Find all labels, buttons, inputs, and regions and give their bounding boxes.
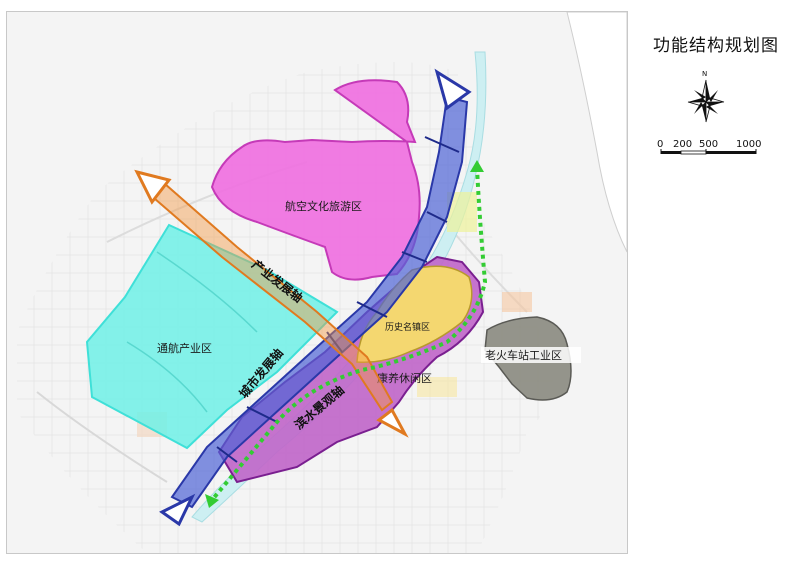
scale-label-1000: 1000 xyxy=(736,139,761,150)
zone-label-aviation-culture: 航空文化旅游区 xyxy=(285,199,362,213)
zone-label-wellness-leisure: 康养休闲区 xyxy=(377,371,432,385)
map-panel[interactable]: 通航产业区 航空文化旅游区 康养休闲区 历史名镇区 老火车站工业区 xyxy=(6,11,628,554)
north-arrow-icon: N xyxy=(687,70,725,123)
planning-map: 通航产业区 航空文化旅游区 康养休闲区 历史名镇区 老火车站工业区 xyxy=(7,12,627,553)
scale-label-500: 500 xyxy=(699,139,718,150)
north-label: N xyxy=(702,70,707,78)
zone-label-general-aviation: 通航产业区 xyxy=(157,341,212,355)
scale-label-0: 0 xyxy=(657,139,663,150)
map-title: 功能结构规划图 xyxy=(653,36,779,56)
scale-bar: 0 200 500 1000 xyxy=(657,139,761,155)
zone-general-aviation[interactable]: 通航产业区 xyxy=(85,223,339,450)
scale-label-200: 200 xyxy=(673,139,692,150)
zone-old-station[interactable]: 老火车站工业区 xyxy=(481,316,581,401)
base-map xyxy=(7,12,627,553)
zone-label-historic-town: 历史名镇区 xyxy=(385,321,430,333)
zone-label-old-station: 老火车站工业区 xyxy=(485,348,562,362)
zone-historic-town[interactable]: 历史名镇区 xyxy=(356,265,473,364)
